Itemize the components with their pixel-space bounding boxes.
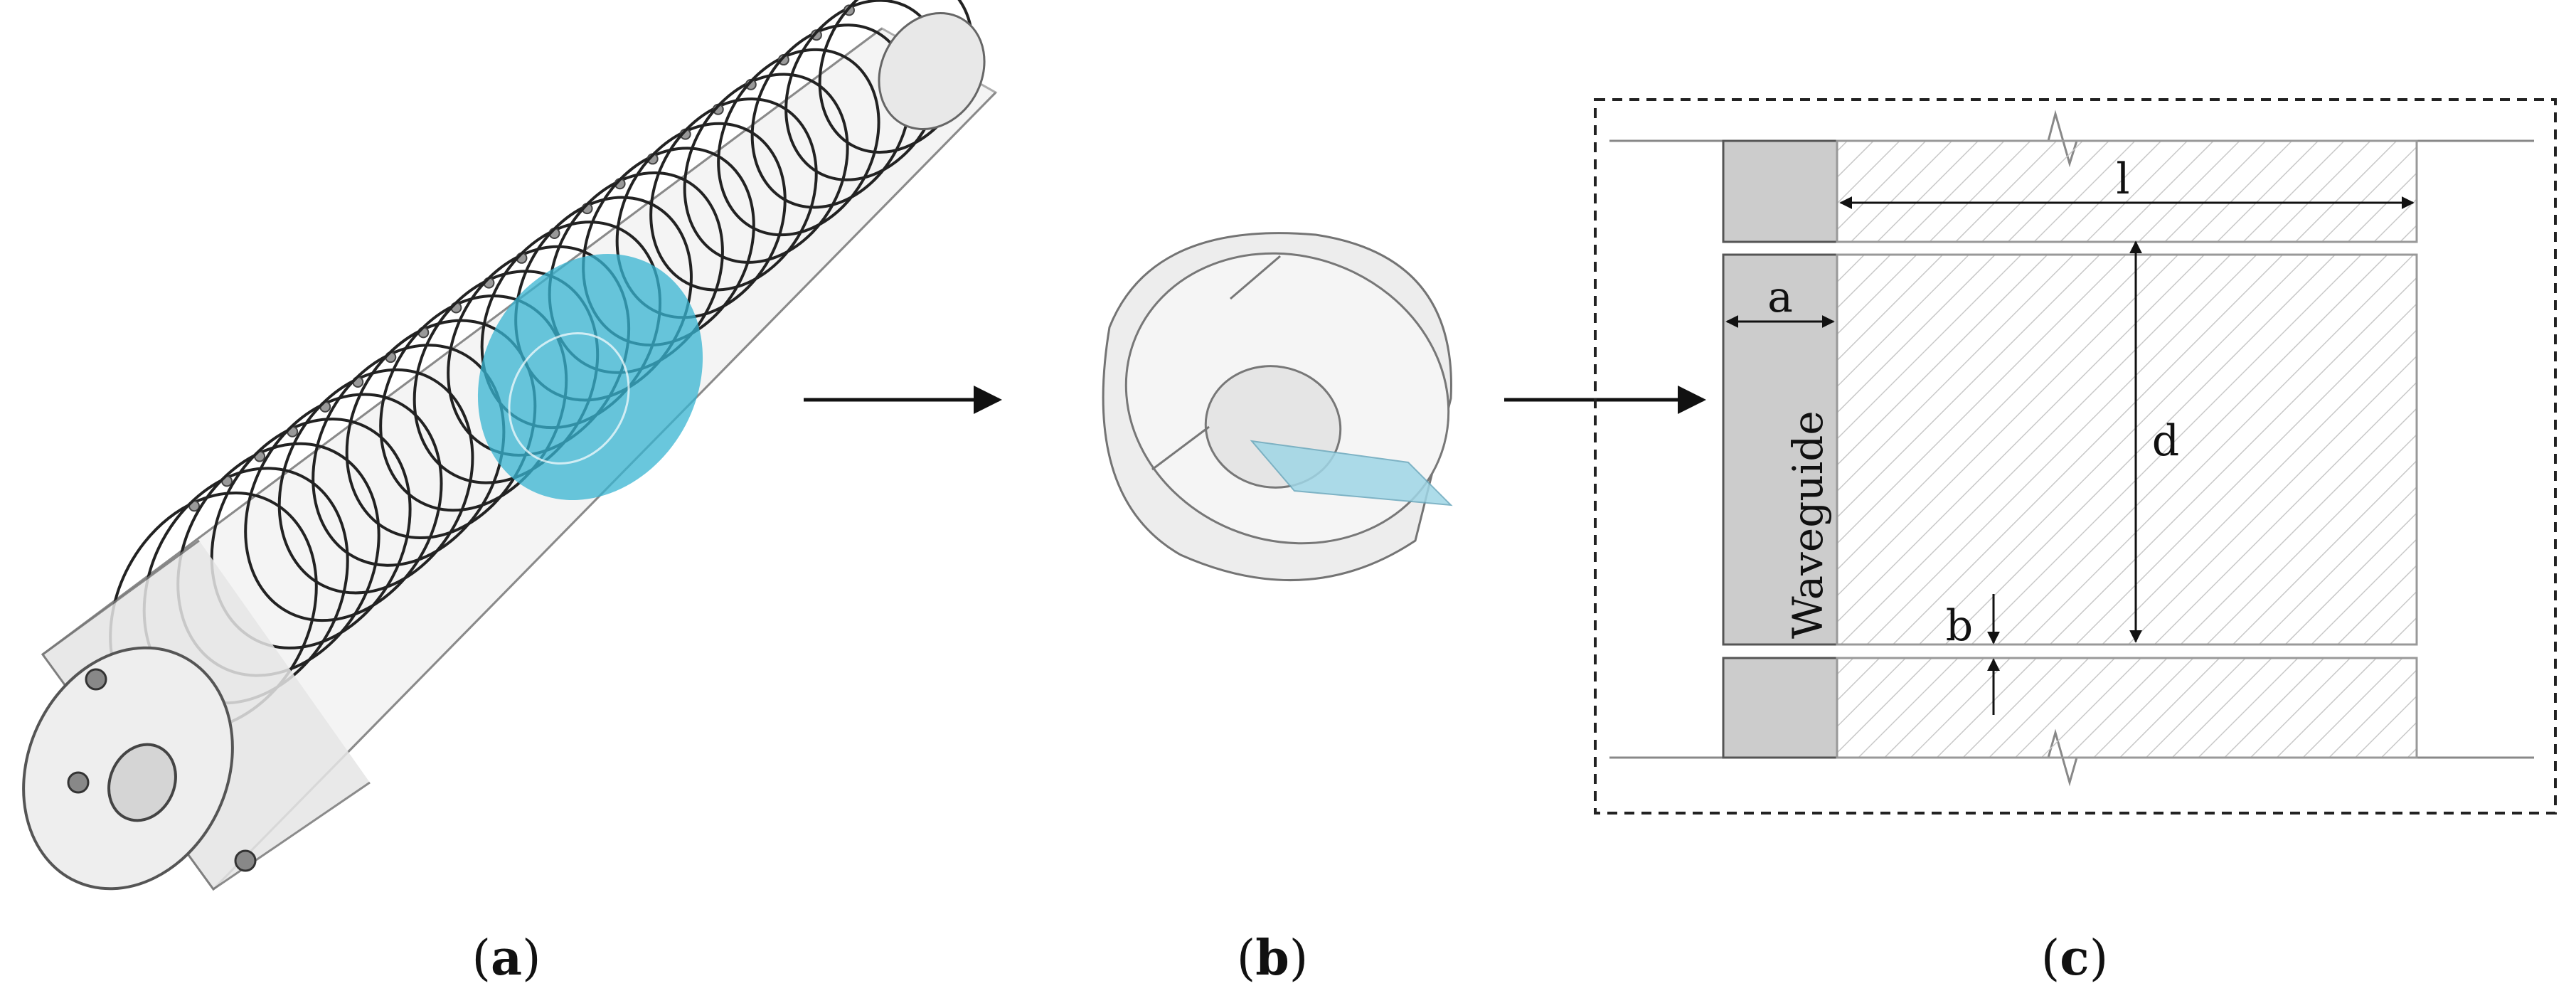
disc-ring bbox=[244, 393, 443, 622]
highlighted-cell-group bbox=[477, 254, 703, 500]
disc-ring bbox=[277, 368, 474, 595]
main-hatched-block bbox=[1836, 253, 2418, 646]
top-hatched-block bbox=[1836, 139, 2418, 243]
disc-ring bbox=[312, 344, 506, 567]
dim-a-label: a bbox=[1767, 272, 1793, 322]
bottom-hatched-block bbox=[1836, 657, 2418, 759]
dim-l-label: l bbox=[2116, 154, 2129, 204]
panel-a-label: (a) bbox=[472, 930, 541, 987]
panel-a-cylinder-assembly: (a) bbox=[22, 0, 998, 987]
dashed-frame bbox=[1594, 98, 2557, 815]
top-waveguide-block bbox=[1722, 139, 1838, 243]
rear-end-cap bbox=[878, 11, 986, 131]
waveguide-label: Waveguide bbox=[1784, 410, 1832, 639]
front-end-cap bbox=[22, 539, 371, 891]
panel-b-label: (b) bbox=[1237, 930, 1309, 987]
dim-d-label: d bbox=[2152, 416, 2179, 466]
panel-c-cross-section: Waveguide l a d b (c) bbox=[1594, 98, 2557, 987]
panel-c-label: (c) bbox=[2041, 930, 2108, 987]
panel-b-single-cell: (b) bbox=[1102, 232, 1453, 987]
bottom-waveguide-block bbox=[1722, 657, 1838, 759]
dim-b-label: b bbox=[1946, 601, 1973, 651]
disc-bolt bbox=[810, 29, 822, 41]
substrate-sheet bbox=[1250, 440, 1453, 506]
